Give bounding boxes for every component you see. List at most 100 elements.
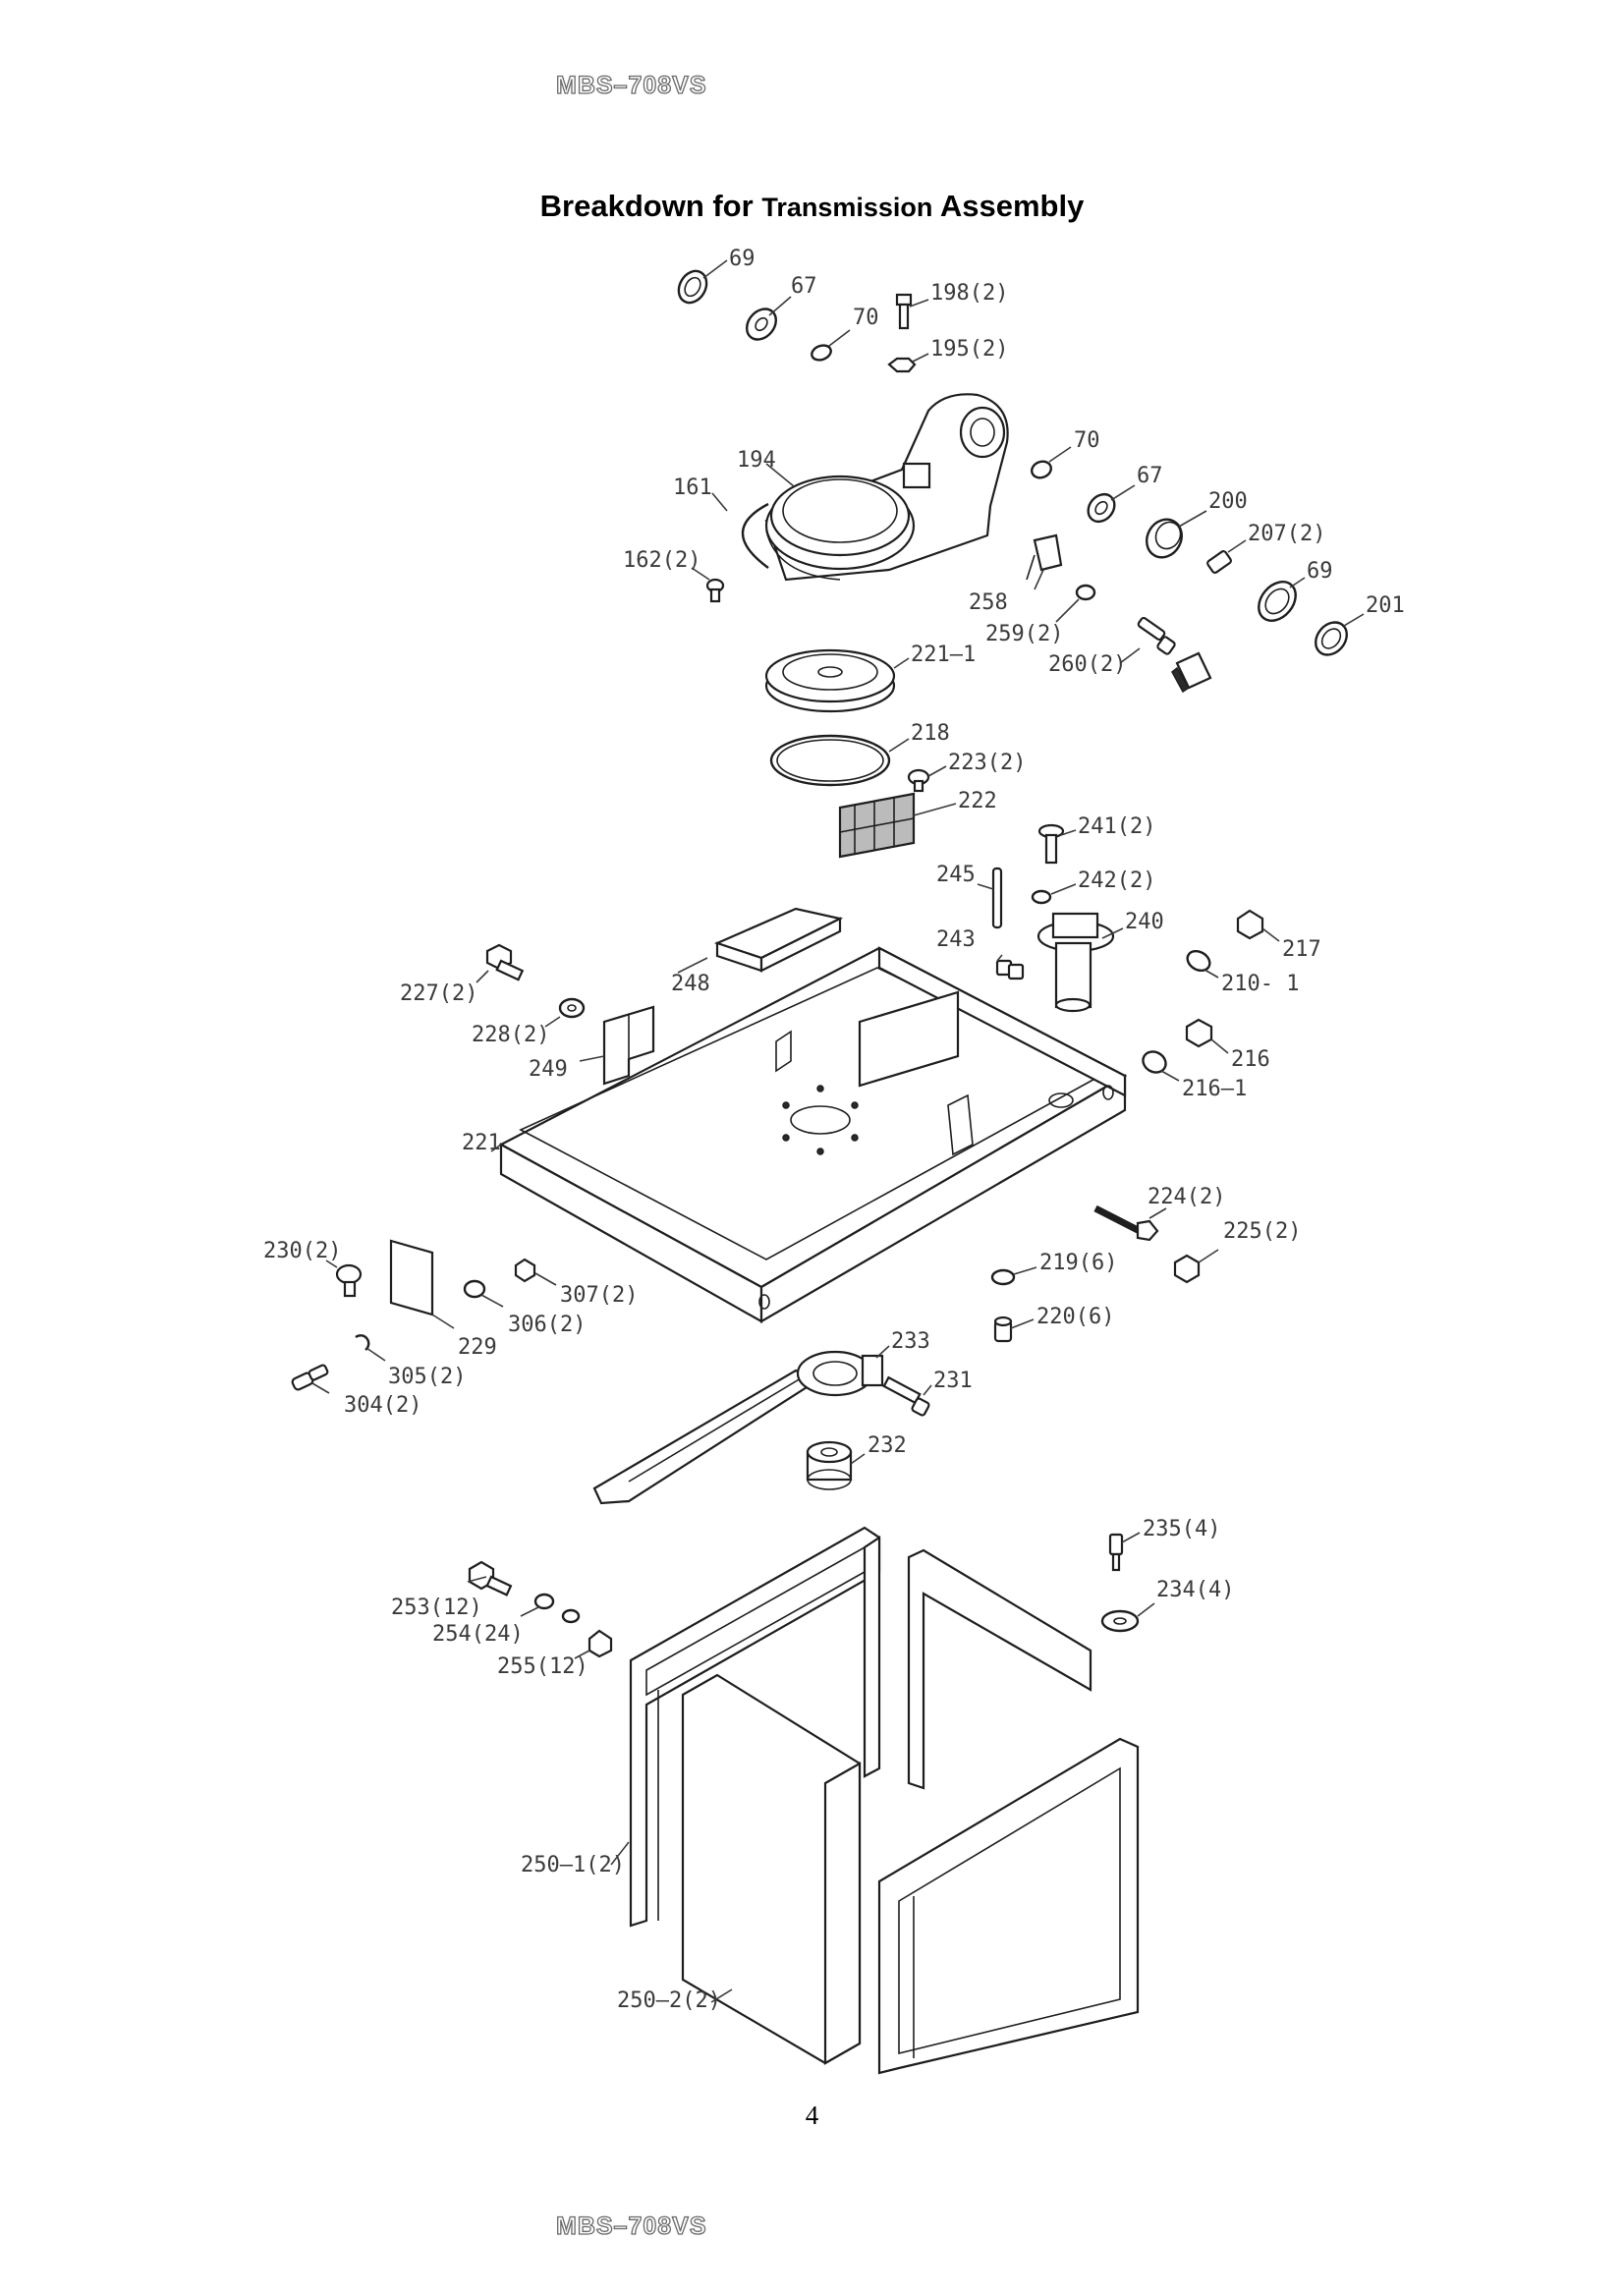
part-225-nut — [1173, 1254, 1201, 1284]
label-221-1: 221–1 — [911, 643, 976, 667]
part-224-bolt — [1093, 1204, 1159, 1242]
part-232-collar — [806, 1440, 853, 1490]
label-220: 220(6) — [1036, 1305, 1114, 1329]
part-231-bolt — [882, 1375, 930, 1417]
label-221: 221 — [462, 1131, 501, 1155]
label-230: 230(2) — [263, 1239, 341, 1263]
part-307-nut — [514, 1258, 536, 1283]
title-part-assembly: Assembly — [939, 189, 1085, 223]
label-258: 258 — [969, 590, 1008, 615]
part-306-washer — [463, 1279, 486, 1299]
part-161-strap — [742, 502, 769, 569]
title-part-breakdown: Breakdown for — [539, 189, 754, 223]
part-228-washer — [558, 997, 586, 1019]
part-259-washer — [1075, 584, 1096, 601]
label-195: 195(2) — [930, 337, 1008, 362]
label-250-2: 250–2(2) — [617, 1988, 721, 2013]
part-248-tray — [713, 907, 844, 973]
label-67-mid: 67 — [1137, 464, 1163, 488]
part-250-1-stand-frame-front — [877, 1737, 1140, 2075]
label-253: 253(12) — [391, 1596, 482, 1620]
label-306: 306(2) — [508, 1313, 586, 1337]
part-221-transmission-box — [498, 946, 1128, 1323]
label-229: 229 — [458, 1335, 497, 1360]
part-304-bolt — [291, 1364, 329, 1391]
part-243-fitting — [995, 959, 1025, 980]
part-218-o-ring — [769, 734, 891, 787]
label-201: 201 — [1366, 593, 1405, 618]
part-69-top-ring — [677, 269, 708, 305]
label-307: 307(2) — [560, 1283, 638, 1308]
label-255: 255(12) — [497, 1654, 588, 1679]
label-234: 234(4) — [1156, 1578, 1234, 1602]
part-217-plug — [1236, 909, 1264, 940]
part-255-nut — [588, 1629, 613, 1658]
part-70-mid-washer — [1031, 460, 1052, 479]
label-222: 222 — [958, 789, 997, 813]
label-254: 254(24) — [432, 1622, 524, 1647]
label-194: 194 — [737, 448, 776, 473]
label-248: 248 — [671, 972, 710, 996]
part-254-washer-a — [533, 1593, 555, 1610]
part-234-washer — [1100, 1609, 1140, 1633]
part-195-nut — [887, 357, 917, 373]
model-header: MBS–708VS — [555, 71, 707, 99]
part-258-plate — [1026, 533, 1063, 581]
label-232: 232 — [868, 1433, 907, 1458]
part-labels: 69 67 70 198(2) 195(2) 194 161 162(2) 70… — [263, 247, 1405, 2013]
part-229-plate — [389, 1239, 434, 1316]
part-233-tension-arm — [592, 1350, 884, 1505]
part-219-washer — [990, 1268, 1016, 1286]
label-245: 245 — [936, 863, 976, 887]
part-70-top-washer — [811, 344, 832, 362]
part-242-washer — [1031, 889, 1052, 905]
part-216-1-o-ring — [1142, 1050, 1167, 1074]
part-220-bushing — [993, 1316, 1013, 1343]
part-223-screw — [907, 768, 930, 793]
label-67-top: 67 — [791, 274, 817, 299]
part-201-nut — [1315, 621, 1348, 656]
title-part-transmission: Transmission — [761, 193, 933, 222]
part-222-mesh-screen — [838, 792, 916, 859]
label-198: 198(2) — [930, 281, 1008, 306]
label-243: 243 — [936, 927, 976, 952]
label-241: 241(2) — [1078, 814, 1155, 839]
label-235: 235(4) — [1143, 1517, 1220, 1541]
label-223: 223(2) — [948, 751, 1026, 775]
part-230-screw — [335, 1263, 363, 1298]
label-233: 233 — [891, 1329, 930, 1354]
part-194-gear-housing — [764, 393, 1009, 582]
part-201-bracket — [1171, 651, 1212, 694]
part-207-set-screw — [1206, 550, 1232, 574]
part-250-2-stand-panel — [681, 1673, 862, 2065]
label-69-mid: 69 — [1307, 559, 1333, 584]
page-title: Breakdown for Transmission Assembly — [0, 189, 1624, 224]
part-245-pin — [991, 867, 1003, 929]
label-228: 228(2) — [472, 1023, 549, 1047]
label-162: 162(2) — [623, 548, 700, 573]
label-225: 225(2) — [1223, 1219, 1301, 1244]
label-69-top: 69 — [729, 247, 756, 271]
label-210-1: 210- 1 — [1221, 972, 1299, 996]
label-224: 224(2) — [1148, 1185, 1225, 1209]
label-305: 305(2) — [388, 1365, 466, 1389]
part-249-bracket — [602, 1005, 655, 1086]
label-216-1: 216–1 — [1182, 1077, 1247, 1101]
label-207: 207(2) — [1248, 522, 1325, 546]
label-227: 227(2) — [400, 981, 477, 1006]
model-footer: MBS–708VS — [555, 2212, 707, 2240]
label-240: 240 — [1125, 910, 1164, 934]
label-161: 161 — [673, 476, 712, 500]
label-260: 260(2) — [1048, 652, 1126, 677]
leader-lines — [311, 259, 1365, 2003]
page-number: 4 — [805, 2100, 819, 2130]
part-260-bolt — [1137, 616, 1176, 655]
part-162-screw — [705, 578, 725, 603]
label-259: 259(2) — [985, 622, 1063, 646]
label-217: 217 — [1282, 937, 1321, 962]
part-250-1-stand-frame-back — [629, 1526, 1092, 1928]
part-240-pump — [1036, 912, 1115, 1013]
label-250-1: 250–1(2) — [521, 1853, 625, 1877]
part-200-collar — [1146, 518, 1183, 559]
